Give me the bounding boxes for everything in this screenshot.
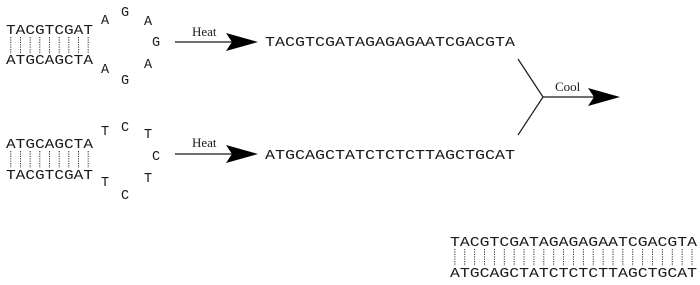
heat-label-top: Heat — [192, 24, 217, 39]
hairpin-bottom-loop-base: T — [101, 125, 109, 140]
strand-bottom: ATGCAGCTATCTCTCTTAGCTGCAT — [265, 149, 515, 164]
hairpin-top-loop-base: G — [121, 74, 129, 89]
hairpin-top-loop-base: A — [144, 15, 153, 30]
heat-label-bottom: Heat — [192, 135, 217, 150]
hairpin-bottom-upper-strand: ATGCAGCTA — [6, 138, 94, 153]
hairpin-bottom-loop-base: C — [121, 121, 129, 136]
hairpin-top-loop-base: G — [121, 6, 129, 21]
hairpin-bottom-loop-base: C — [121, 189, 129, 204]
hairpin-top-base-pairs — [10, 37, 89, 54]
hairpin-top-loop-base: A — [101, 14, 110, 29]
hairpin-top-lower-strand: ATGCAGCTA — [6, 54, 94, 69]
heat-arrow-top: Heat — [175, 24, 258, 51]
cool-arrow-head — [588, 88, 620, 106]
cool-arrow-lower-branch — [517, 96, 544, 136]
hairpin-top-upper-strand: TACGTCGAT — [6, 24, 93, 39]
heat-arrow-bottom: Heat — [175, 135, 258, 163]
hairpin-bottom-lower-strand: TACGTCGAT — [6, 169, 93, 184]
cool-arrow: Cool — [517, 58, 620, 136]
hairpin-bottom-loop-base: T — [144, 172, 152, 187]
hairpin-bottom-loop-base: C — [152, 150, 160, 165]
duplex-upper-strand: TACGTCGATAGAGAGAATCGACGTA — [450, 236, 698, 251]
hairpin-top: TACGTCGAT ATGCAGCTA A G A G A G A — [6, 6, 160, 89]
hairpin-top-loop-base: A — [144, 58, 153, 73]
duplex-base-pairs — [454, 249, 693, 266]
hairpin-bottom-loop-base: T — [101, 176, 109, 191]
duplex-lower-strand: ATGCAGCTATCTCTCTTAGCTGCAT — [450, 267, 697, 282]
hairpin-bottom-base-pairs — [10, 151, 89, 168]
heat-arrow-top-head — [226, 33, 258, 51]
cool-arrow-upper-branch — [517, 58, 544, 98]
cool-label: Cool — [555, 79, 581, 94]
hairpin-bottom: ATGCAGCTA TACGTCGAT T C T C T C T — [6, 121, 160, 204]
hairpin-top-loop-base: G — [152, 36, 160, 51]
hairpin-top-loop-base: A — [101, 63, 110, 78]
duplex: TACGTCGATAGAGAGAATCGACGTA ATGCAGCTATCTCT… — [450, 236, 698, 282]
strand-top: TACGTCGATAGAGAGAATCGACGTA — [265, 36, 516, 51]
hairpin-bottom-loop-base: T — [144, 128, 152, 143]
heat-arrow-bottom-head — [226, 145, 258, 163]
